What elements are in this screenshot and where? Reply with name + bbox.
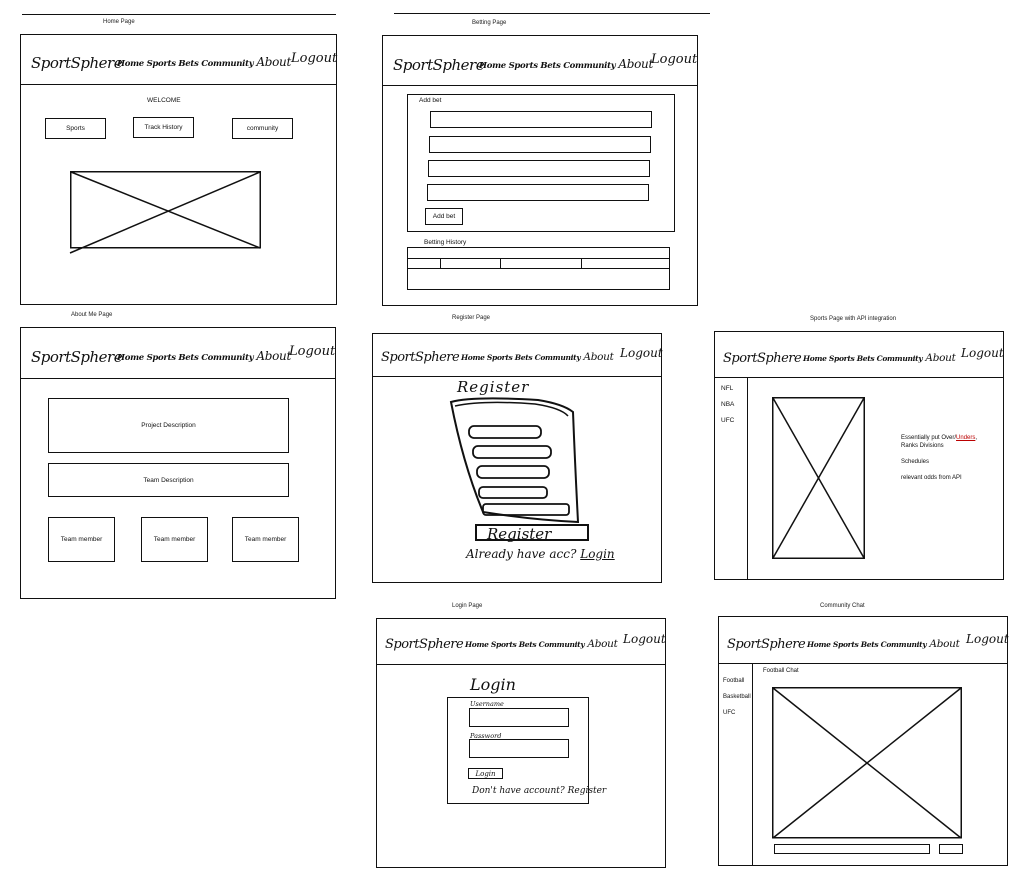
sports-notes: Essentially put Over/Unders, Ranks Divis…: [901, 435, 978, 449]
register-caption: Register Page: [452, 315, 491, 321]
username-label: Username: [470, 700, 504, 708]
chat-send-button[interactable]: [939, 844, 963, 854]
chat-message-input[interactable]: [774, 844, 930, 854]
logout-link[interactable]: Logout: [620, 346, 663, 360]
odds-note: relevant odds from API: [901, 475, 962, 481]
sidebar-item-ufc[interactable]: UFC: [721, 417, 735, 424]
logout-link[interactable]: Logout: [651, 52, 698, 67]
register-title: Register: [457, 378, 530, 396]
team-member-card-2: Team member: [141, 517, 208, 562]
betting-history-title: Betting History: [424, 239, 467, 246]
login-prompt: Already have acc? Login: [466, 547, 615, 561]
logout-link[interactable]: Logout: [966, 632, 1009, 646]
track-history-button[interactable]: Track History: [133, 117, 194, 138]
community-caption: Community Chat: [820, 603, 865, 609]
logout-link[interactable]: Logout: [289, 344, 336, 359]
sports-button[interactable]: Sports: [45, 118, 106, 139]
login-title: Login: [470, 675, 516, 694]
chat-title: Football Chat: [763, 668, 799, 674]
sidebar-item-basketball[interactable]: Basketball: [723, 694, 751, 700]
add-bet-title: Add bet: [419, 97, 442, 104]
community-sidebar-divider: [752, 663, 753, 865]
bet-field-2[interactable]: [429, 136, 651, 153]
sidebar-item-nba[interactable]: NBA: [721, 401, 735, 408]
project-description-box: Project Description: [48, 398, 289, 453]
password-label: Password: [470, 732, 502, 740]
brand-logo: SportSphere: [31, 348, 123, 366]
logout-link[interactable]: Logout: [623, 632, 666, 646]
betting-caption: Betting Page: [472, 20, 507, 26]
sidebar-item-nfl[interactable]: NFL: [721, 385, 734, 392]
password-input[interactable]: [469, 739, 569, 758]
login-button[interactable]: Login: [468, 768, 503, 779]
register-form-sketch: [449, 397, 580, 524]
bet-field-3[interactable]: [428, 160, 650, 177]
team-member-card-3: Team member: [232, 517, 299, 562]
home-caption: Home Page: [103, 19, 135, 25]
brand-logo: SportSphere: [723, 351, 802, 366]
sports-image-placeholder: [772, 397, 865, 559]
about-caption: About Me Page: [71, 312, 113, 318]
login-form: Username Password Login Don't have accou…: [447, 697, 606, 804]
team-description-box: Team Description: [48, 463, 289, 497]
brand-logo: SportSphere: [31, 54, 123, 72]
register-button[interactable]: Register: [475, 524, 589, 543]
brand-logo: SportSphere: [385, 637, 464, 652]
brand-logo: SportSphere: [727, 637, 806, 652]
team-member-card-1: Team member: [48, 517, 115, 562]
betting-history-table: [407, 247, 670, 290]
sidebar-item-ufc[interactable]: UFC: [723, 710, 736, 716]
sports-sidebar-divider: [747, 377, 748, 579]
add-bet-button[interactable]: Add bet: [425, 208, 463, 225]
add-bet-form: Add bet Add bet: [407, 94, 675, 232]
community-button[interactable]: community: [232, 118, 293, 139]
username-input[interactable]: [469, 708, 569, 727]
welcome-heading: WELCOME: [147, 97, 181, 104]
chat-window-placeholder: [772, 687, 962, 839]
brand-logo: SportSphere: [381, 350, 460, 365]
register-link[interactable]: Register: [567, 786, 607, 796]
home-image-placeholder: [69, 171, 261, 254]
sidebar-item-football[interactable]: Football: [723, 678, 745, 684]
login-link[interactable]: Login: [580, 547, 615, 561]
register-prompt: Don't have account? Register: [472, 786, 607, 796]
login-caption: Login Page: [452, 603, 483, 609]
logout-link[interactable]: Logout: [961, 346, 1004, 360]
schedules-note: Schedules: [901, 459, 930, 465]
sports-caption: Sports Page with API integration: [810, 316, 897, 322]
logout-link[interactable]: Logout: [291, 51, 338, 66]
bet-field-1[interactable]: [430, 111, 652, 128]
top-divider-right: [394, 13, 710, 14]
top-divider-left: [22, 14, 336, 15]
bet-field-4[interactable]: [427, 184, 649, 201]
brand-logo: SportSphere: [393, 56, 485, 74]
